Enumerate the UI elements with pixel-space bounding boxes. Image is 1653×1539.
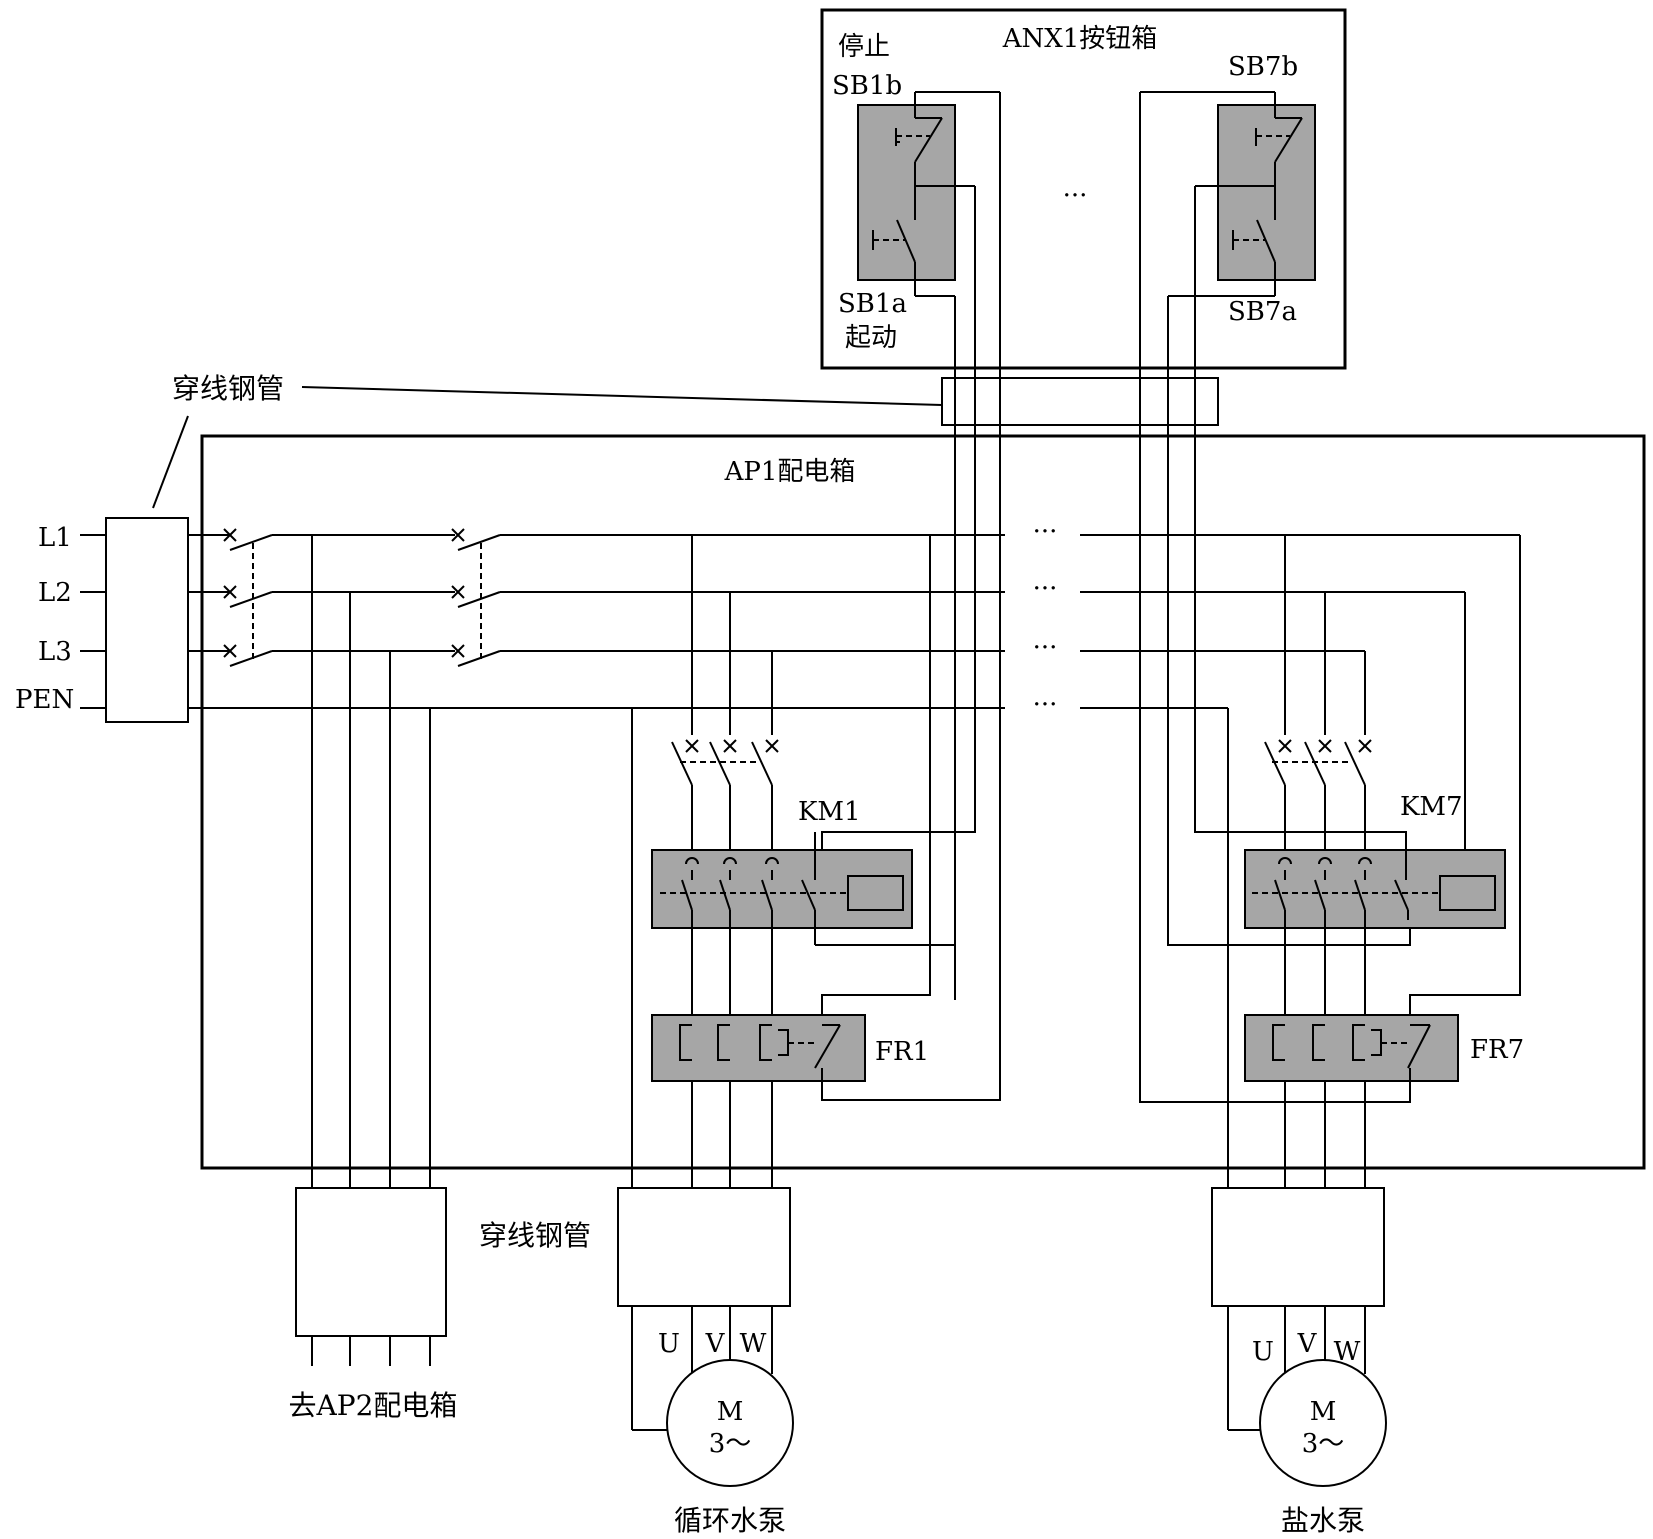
km1-contactor — [651, 849, 913, 929]
conduit-label-mid: 穿线钢管 — [479, 1219, 591, 1252]
sb1a-label: SB1a — [838, 289, 907, 319]
bus-ellipsis-l2: ··· — [1033, 574, 1058, 604]
motor-1-m: M — [717, 1397, 744, 1427]
fr1-label: FR1 — [875, 1037, 929, 1067]
phase-w-1: W — [740, 1329, 767, 1359]
bus-ellipsis-l1: ··· — [1033, 517, 1058, 547]
sb7b-label: SB7b — [1228, 52, 1298, 82]
sb7a-label: SB7a — [1228, 297, 1297, 327]
km7-contactor — [1244, 849, 1506, 929]
sb7-button-block — [1217, 104, 1316, 281]
motor-7 — [1259, 1359, 1387, 1487]
km1-label: KM1 — [798, 797, 861, 827]
feeder-label: 去AP2配电箱 — [289, 1389, 458, 1422]
phase-u-7: U — [1252, 1337, 1274, 1367]
phase-v-1: V — [705, 1329, 726, 1359]
conduit-label-top: 穿线钢管 — [172, 372, 284, 405]
branch-1: KM1 FR1 U V W M 3～ 循环水泵 — [617, 535, 955, 1537]
line-pen: PEN — [15, 685, 74, 715]
line-l3: L3 — [38, 637, 72, 667]
sb1-button-block — [857, 104, 956, 281]
sb1b-label: SB1b — [832, 71, 902, 101]
motor-1 — [666, 1359, 794, 1487]
bus-ellipsis-l3: ··· — [1033, 633, 1058, 663]
branch-7: KM7 FR7 U V W M 3～ 盐水泵 — [1211, 535, 1524, 1537]
button-box-ellipsis: ... — [1063, 173, 1088, 203]
bus-ellipsis-pen: ··· — [1033, 690, 1058, 720]
line-l2: L2 — [38, 578, 72, 608]
distribution-box-title: AP1配电箱 — [724, 457, 856, 487]
km7-label: KM7 — [1400, 792, 1463, 822]
incoming-lines: L1 L2 L3 PEN — [15, 517, 1520, 723]
phase-u-1: U — [658, 1329, 680, 1359]
top-conduit — [941, 377, 1219, 426]
main-breaker — [223, 528, 273, 667]
distribution-box — [200, 434, 1646, 1170]
motor-1-type: 3～ — [709, 1429, 752, 1459]
button-box-title: ANX1按钮箱 — [1002, 24, 1158, 54]
branch7-conduit — [1211, 1187, 1385, 1307]
load-1-label: 循环水泵 — [674, 1504, 786, 1537]
load-7-label: 盐水泵 — [1281, 1504, 1365, 1537]
line-l1: L1 — [38, 523, 72, 553]
fr7-label: FR7 — [1470, 1035, 1524, 1065]
branch1-conduit — [617, 1187, 791, 1307]
stop-label: 停止 — [838, 32, 890, 62]
motor-7-type: 3～ — [1302, 1429, 1345, 1459]
phase-v-7: V — [1297, 1329, 1318, 1359]
button-box: ANX1按钮箱 停止 — [820, 8, 1347, 370]
feeder-breaker — [451, 528, 501, 667]
motor-7-m: M — [1310, 1397, 1337, 1427]
feeder-ap2: 去AP2配电箱 — [289, 535, 458, 1422]
start-label: 起动 — [845, 323, 897, 353]
